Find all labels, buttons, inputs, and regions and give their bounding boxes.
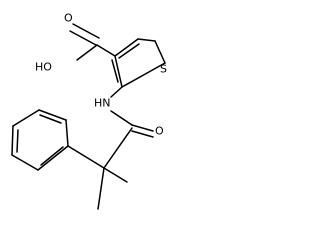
bond-phenyl-inner-3 xyxy=(40,146,64,166)
bond-ring-c2-c3-inner xyxy=(111,59,119,83)
bond-phenyl-5 xyxy=(11,154,39,171)
chemical-structure: O HO S HN O xyxy=(11,12,167,210)
label-amide-nh: HN xyxy=(94,97,111,110)
bond-amide-c-quaternary-c xyxy=(103,127,133,169)
label-amide-oxygen: O xyxy=(155,125,164,138)
bond-acid-c-oh xyxy=(76,44,98,61)
bond-c2-nh xyxy=(110,86,123,98)
bond-quaternary-c-phenyl xyxy=(67,145,105,169)
bond-quaternary-c-methyl-down xyxy=(97,167,105,210)
label-sulfur: S xyxy=(160,63,167,76)
bond-quaternary-c-methyl-right xyxy=(103,167,128,183)
label-acid-carbonyl-oxygen: O xyxy=(64,12,73,25)
label-hydroxyl: HO xyxy=(35,61,52,74)
bond-ring-c5-s xyxy=(154,40,166,64)
bond-phenyl-inner-2 xyxy=(16,129,19,153)
bond-amide-c-o-b xyxy=(131,130,154,138)
bond-ring-c4-c5 xyxy=(137,38,156,42)
bond-ring-c3-c4-inner xyxy=(118,43,140,59)
bond-phenyl-inner-1 xyxy=(39,114,62,124)
bond-acid-c-o-double-b xyxy=(72,23,100,39)
bond-acid-c-ring xyxy=(96,44,116,57)
bond-ring-s-c2 xyxy=(121,62,166,88)
bond-phenyl-1 xyxy=(65,119,69,147)
bond-amide-c-o-a xyxy=(131,124,154,132)
bond-phenyl-6 xyxy=(37,145,69,171)
bond-ring-c3-c4 xyxy=(114,38,139,57)
label-layer: O HO S HN O xyxy=(35,12,167,138)
bond-layer xyxy=(11,23,166,210)
bond-acid-c-o-double-a xyxy=(69,30,97,46)
bond-ring-c2-c3 xyxy=(114,55,123,88)
bond-phenyl-2 xyxy=(38,109,67,121)
bond-phenyl-3 xyxy=(12,109,40,127)
bond-nh-amide-c xyxy=(110,110,133,126)
bond-phenyl-4 xyxy=(11,125,14,156)
